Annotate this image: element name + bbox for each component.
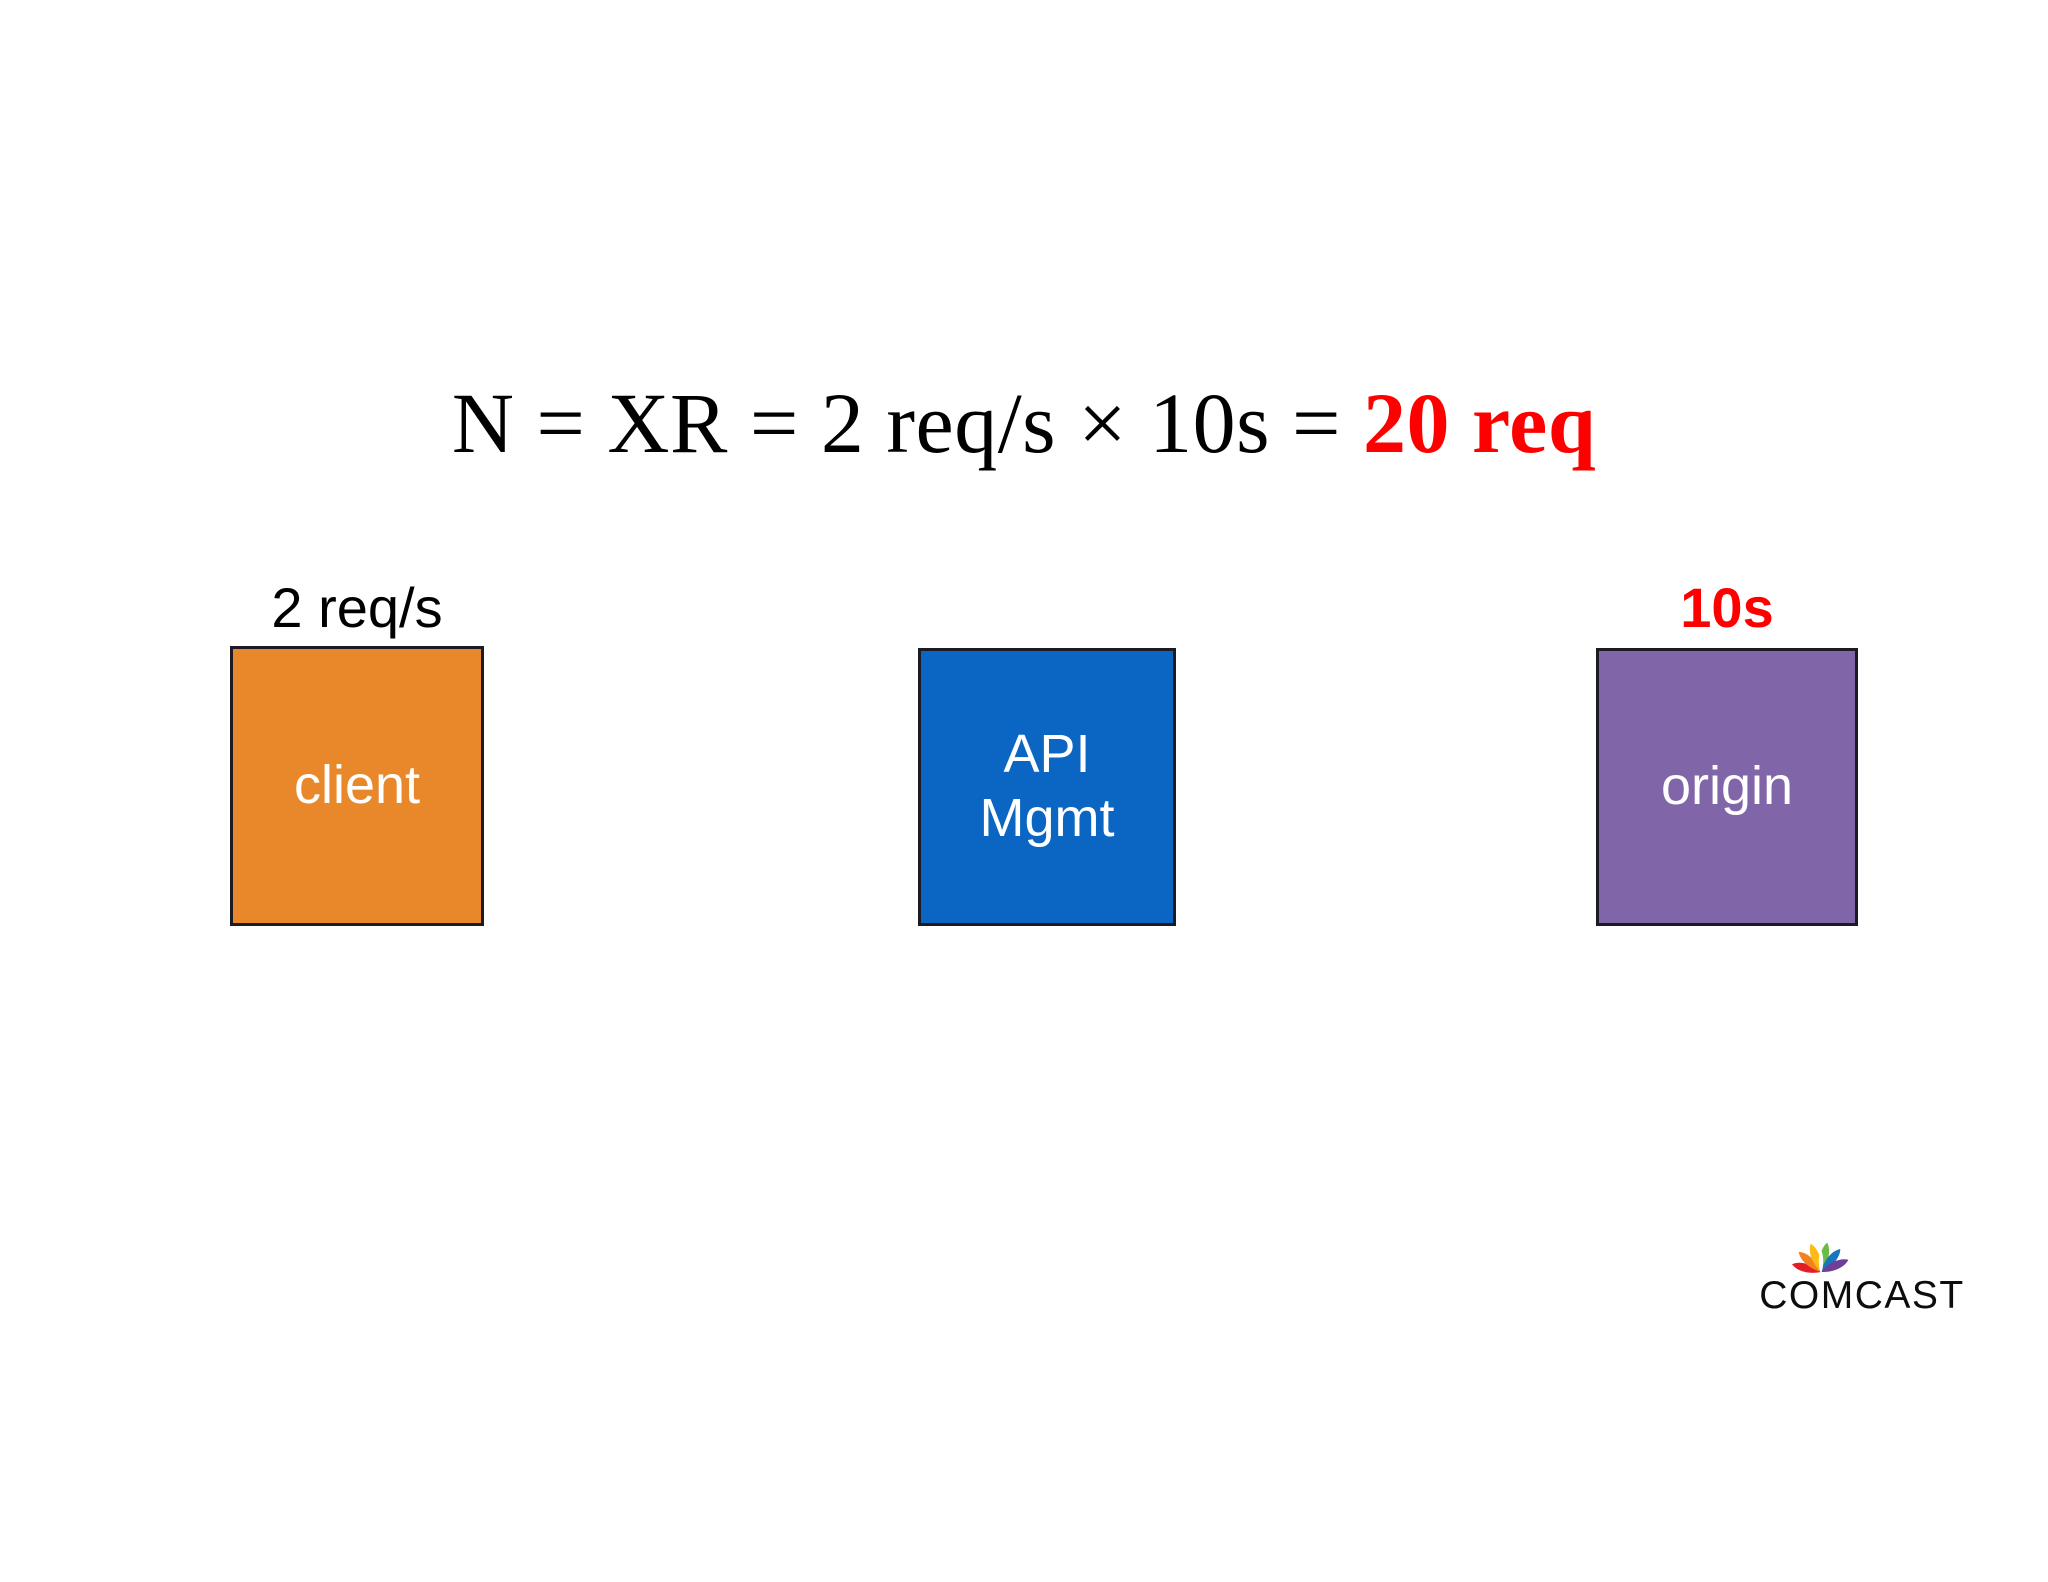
- equation-plain-text: N = XR = 2 req/s × 10s =: [451, 375, 1364, 471]
- node-client-label: client: [293, 755, 421, 816]
- node-origin-label: origin: [1660, 756, 1794, 817]
- comcast-wordmark: COMCAST: [1759, 1274, 1965, 1317]
- littles-law-equation: N = XR = 2 req/s × 10s = 20 req: [0, 378, 2048, 468]
- node-client[interactable]: client: [230, 646, 484, 926]
- nbc-peacock-icon: [1792, 1242, 1849, 1274]
- node-origin[interactable]: origin: [1596, 648, 1858, 926]
- node-api-management-label-line1: API: [1003, 724, 1091, 785]
- arrival-rate-label: 2 req/s: [271, 576, 443, 639]
- residence-time-label: 10s: [1680, 576, 1774, 639]
- node-api-management-label-line2: Mgmt: [979, 788, 1115, 848]
- equation-highlight-text: 20 req: [1363, 375, 1597, 471]
- comcast-logo: COMCAST: [1742, 1222, 1982, 1332]
